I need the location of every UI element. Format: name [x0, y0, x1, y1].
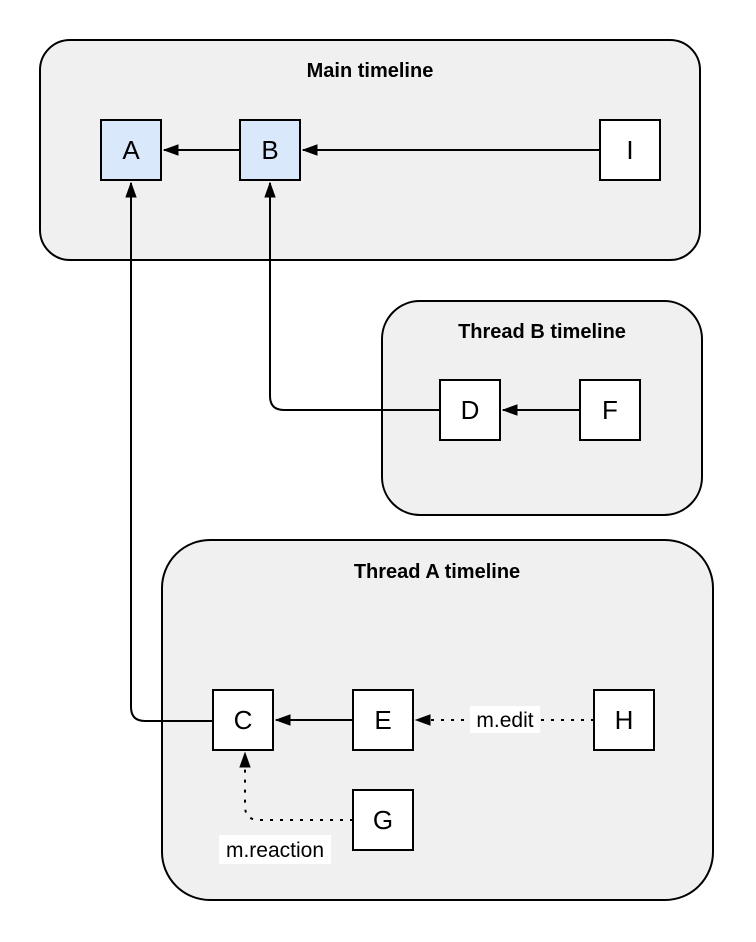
container-thread-b-timeline [381, 300, 703, 516]
node-i-box [599, 119, 661, 181]
node-i: I [599, 119, 661, 181]
node-e-label: E [374, 705, 391, 735]
node-c: C [212, 689, 274, 751]
edge-label-mreaction-background [219, 835, 331, 864]
node-h-label: H [615, 705, 634, 735]
node-a-label: A [122, 135, 140, 165]
edge-label-medit: m.edit [476, 709, 533, 732]
edge-label-mreaction: m.reaction [226, 839, 324, 862]
node-a: A [100, 119, 162, 181]
node-c-label: C [234, 705, 253, 735]
edge-c-to-a [131, 183, 213, 722]
node-d: D [439, 379, 501, 441]
edge-d-to-b [270, 183, 440, 411]
node-d-label: D [461, 395, 480, 425]
node-d-box [439, 379, 501, 441]
node-b: B [239, 119, 301, 181]
node-f-label: F [602, 395, 618, 425]
node-e: E [352, 689, 414, 751]
thread-b-timeline-title: Thread B timeline [458, 321, 626, 343]
node-e-box [352, 689, 414, 751]
node-g: G [352, 789, 414, 851]
node-h: H [593, 689, 655, 751]
node-b-box [239, 119, 301, 181]
node-a-box [100, 119, 162, 181]
node-c-box [212, 689, 274, 751]
node-f: F [579, 379, 641, 441]
node-h-box [593, 689, 655, 751]
node-b-label: B [261, 135, 278, 165]
node-g-box [352, 789, 414, 851]
thread-a-timeline-title: Thread A timeline [354, 561, 520, 583]
node-f-box [579, 379, 641, 441]
edge-label-medit-background [470, 706, 540, 733]
main-timeline-title: Main timeline [307, 60, 434, 82]
node-i-label: I [626, 135, 633, 165]
node-g-label: G [373, 805, 393, 835]
